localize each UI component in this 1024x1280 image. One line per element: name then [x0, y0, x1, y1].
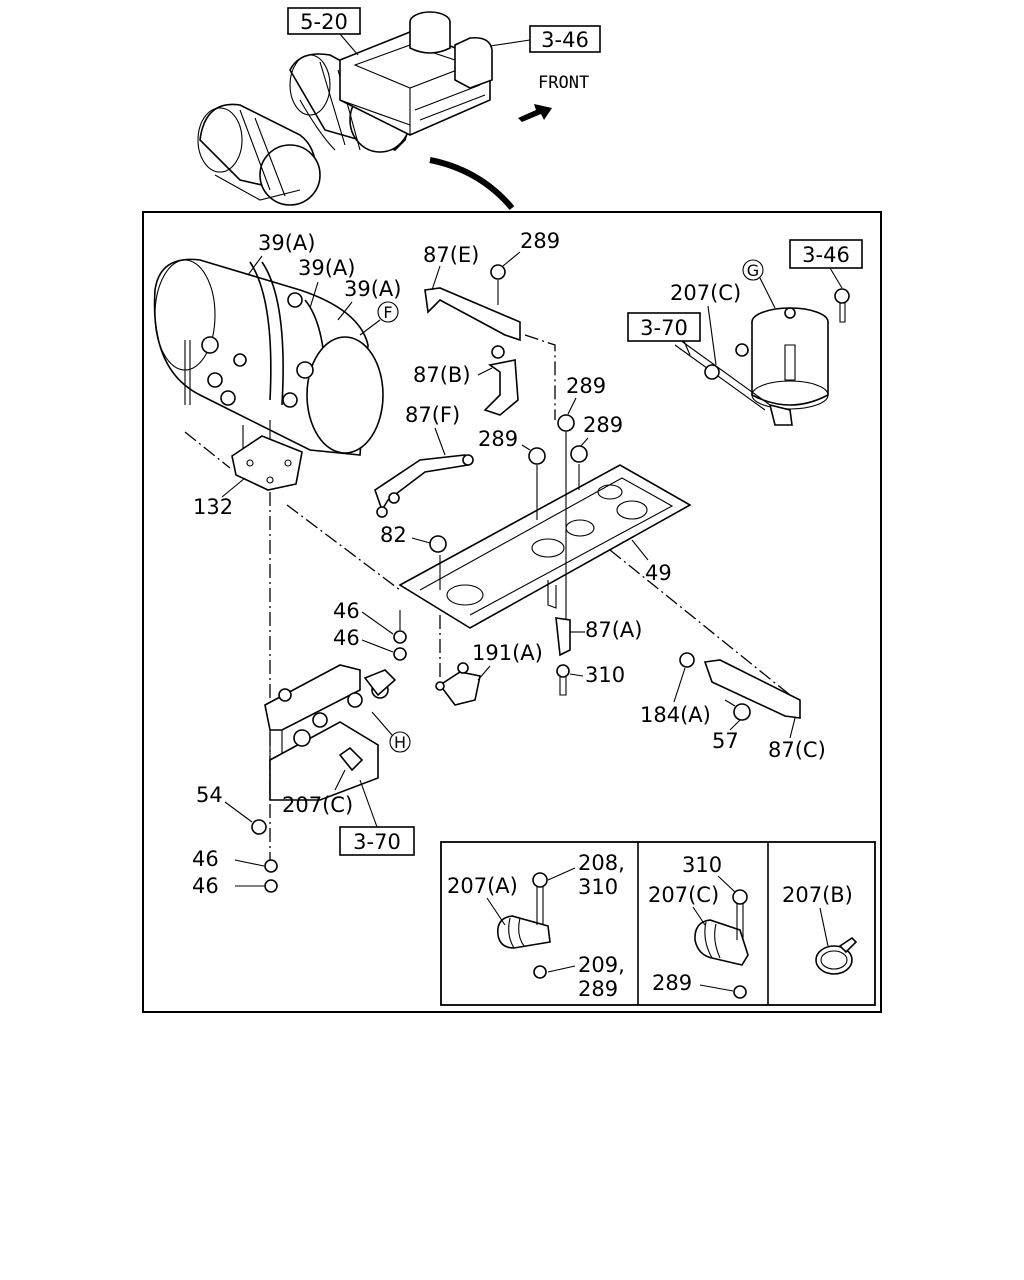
ref-5-20-label: 5-20 — [300, 10, 348, 34]
inset-a-310: 310 — [578, 875, 618, 899]
callout-57: 57 — [712, 729, 739, 753]
callout-82: 82 — [380, 523, 407, 547]
nut-46-a — [393, 630, 407, 644]
callout-54: 54 — [196, 783, 223, 807]
bracket-87a — [555, 617, 571, 657]
callout-184a: 184(A) — [640, 703, 711, 727]
ref-box-5-20[interactable]: 5-20 — [287, 7, 361, 56]
nut-46-d — [264, 879, 278, 893]
bracket-87f — [374, 454, 474, 518]
nut-54 — [251, 819, 267, 835]
callout-87e: 87(E) — [423, 243, 479, 267]
ref-3-70-right-label: 3-70 — [640, 316, 688, 340]
circle-h-label: H — [394, 733, 406, 752]
callout-46-b: 46 — [333, 626, 360, 650]
bolt-310 — [556, 664, 570, 696]
callout-87b: 87(B) — [413, 363, 471, 387]
callout-289-left: 289 — [478, 427, 518, 451]
inset-a-207a: 207(A) — [447, 874, 518, 898]
callout-39a-3: 39(A) — [344, 277, 401, 301]
inset-a-209: 209, — [578, 953, 625, 977]
inset-cell-207a: 207(A) 208, 310 209, 289 — [447, 851, 625, 1001]
circle-g-label: G — [747, 261, 759, 280]
callouts: 39(A) 39(A) 39(A) F 87(E) 289 87(B) 289 … — [192, 229, 863, 898]
zoom-arrow — [429, 157, 515, 210]
nut-289-mid — [557, 414, 575, 432]
nut-289-right — [570, 445, 588, 463]
inset-cell-207b: 207(B) — [782, 883, 858, 975]
callout-87c: 87(C) — [768, 738, 826, 762]
inset-cell-207c: 310 207(C) 289 — [648, 853, 749, 999]
callout-39a-1: 39(A) — [258, 231, 315, 255]
callout-289-mid: 289 — [566, 374, 606, 398]
callout-46-d: 46 — [192, 874, 219, 898]
circle-marker-f — [377, 301, 399, 323]
nut-184a — [679, 652, 695, 668]
overview-tank-rear — [197, 103, 321, 206]
callout-191a: 191(A) — [472, 641, 543, 665]
callout-207c-left: 207(C) — [282, 793, 353, 817]
ref-box-3-70-bottom[interactable]: 3-70 — [339, 779, 415, 856]
inset-b-207b: 207(B) — [782, 883, 853, 907]
callout-207c-right: 207(C) — [670, 281, 741, 305]
bracket-87e — [424, 264, 521, 342]
callout-46-c: 46 — [192, 847, 219, 871]
circle-f-label: F — [383, 303, 392, 322]
callout-289-right: 289 — [583, 413, 623, 437]
callout-87f: 87(F) — [405, 403, 460, 427]
inset-a-208: 208, — [578, 851, 625, 875]
inset-c-310: 310 — [682, 853, 722, 877]
front-label: FRONT — [538, 73, 589, 93]
callout-39a-2: 39(A) — [298, 256, 355, 280]
bracket-87b — [483, 345, 519, 416]
nut-46-b — [393, 647, 407, 661]
front-indicator: FRONT — [518, 73, 589, 122]
ref-box-3-46-top[interactable]: 3-46 — [489, 25, 601, 53]
ref-3-46-right-label: 3-46 — [802, 243, 850, 267]
filter-assembly-g — [674, 288, 850, 426]
inset-panel: 207(A) 208, 310 209, 289 310 207(C) 289 — [440, 841, 876, 1006]
crossmember-49 — [398, 464, 692, 629]
inset-a-289: 289 — [578, 977, 618, 1001]
front-arrow-icon — [518, 104, 552, 122]
ref-3-46-label: 3-46 — [541, 28, 589, 52]
nut-289-left — [528, 447, 546, 465]
ref-box-3-70-right[interactable]: 3-70 — [627, 312, 701, 356]
main-frame — [142, 211, 882, 1013]
callout-132: 132 — [193, 495, 233, 519]
circle-marker-h — [389, 731, 411, 753]
valve-assembly — [264, 664, 397, 801]
overview-housing — [339, 11, 493, 136]
callout-289-top: 289 — [520, 229, 560, 253]
callout-87a: 87(A) — [585, 618, 642, 642]
inset-c-207c: 207(C) — [648, 883, 719, 907]
ref-3-70-bottom-label: 3-70 — [353, 830, 401, 854]
callout-46-a: 46 — [333, 599, 360, 623]
inset-c-289: 289 — [652, 971, 692, 995]
bracket-87c — [703, 659, 801, 719]
callout-49: 49 — [645, 561, 672, 585]
ref-box-3-46-right[interactable]: 3-46 — [789, 239, 863, 289]
circle-marker-g — [742, 259, 764, 281]
mounting-plate-132 — [231, 435, 303, 491]
bolt-57 — [724, 699, 751, 721]
nut-46-c — [264, 859, 278, 873]
callout-310: 310 — [585, 663, 625, 687]
bracket-191a — [435, 662, 481, 706]
tank-assembly — [153, 258, 384, 462]
vehicle-overview: 5-20 3-46 FRONT — [197, 7, 601, 210]
